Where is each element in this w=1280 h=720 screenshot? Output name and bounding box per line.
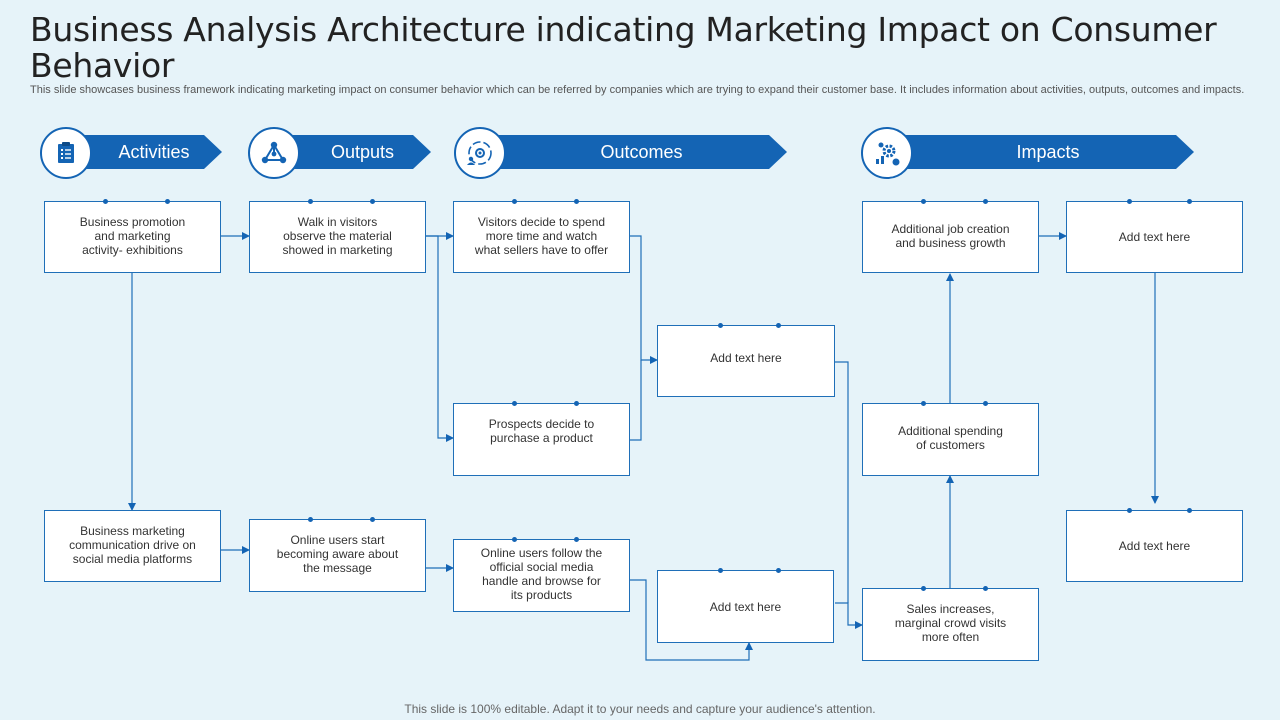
header-activities: Activities bbox=[68, 135, 222, 169]
box-impact-job-creation: Additional job creation and business gro… bbox=[862, 199, 1039, 273]
box-outcome-prospects-purchase: Prospects decide to purchase a product bbox=[453, 401, 630, 476]
box-outcome-visitors-spend: Visitors decide to spend more time and w… bbox=[453, 199, 630, 273]
arrow-o1-c2 bbox=[426, 235, 454, 442]
box-activity-promotion: Business promotion and marketing activit… bbox=[44, 199, 221, 273]
line-c2-m1 bbox=[630, 360, 642, 441]
header-outcomes: Outcomes bbox=[478, 135, 787, 169]
box-activity-social-drive: Business marketing communication drive o… bbox=[44, 510, 221, 582]
gear-chart-icon bbox=[861, 127, 913, 179]
box-impact-placeholder-2: Add text here bbox=[1066, 508, 1243, 582]
line-m1-right bbox=[835, 361, 849, 603]
header-impacts: Impacts bbox=[884, 135, 1194, 169]
box-outcome-placeholder-2: Add text here bbox=[657, 568, 834, 643]
arrow-c3-m2 bbox=[630, 579, 753, 661]
box-impact-sales-increase: Sales increases, marginal crowd visits m… bbox=[862, 586, 1039, 661]
page-title: Business Analysis Architecture indicatin… bbox=[30, 10, 1217, 85]
people-cycle-icon bbox=[454, 127, 506, 179]
arrow-m2-i3 bbox=[835, 602, 863, 629]
box-output-walk-in: Walk in visitors observe the material sh… bbox=[249, 199, 426, 273]
box-impact-additional-spending: Additional spending of customers bbox=[862, 401, 1039, 476]
box-output-online-aware: Online users start becoming aware about … bbox=[249, 517, 426, 592]
footer-note: This slide is 100% editable. Adapt it to… bbox=[404, 702, 876, 716]
network-icon bbox=[248, 127, 300, 179]
box-outcome-placeholder-1: Add text here bbox=[657, 323, 835, 397]
header-outputs: Outputs bbox=[276, 135, 431, 169]
clipboard-icon bbox=[40, 127, 92, 179]
arrow-c1-m1 bbox=[630, 235, 658, 364]
page-subtitle: This slide showcases business framework … bbox=[30, 84, 1245, 96]
box-outcome-follow-social: Online users follow the official social … bbox=[453, 537, 630, 612]
box-impact-placeholder-1: Add text here bbox=[1066, 199, 1243, 273]
